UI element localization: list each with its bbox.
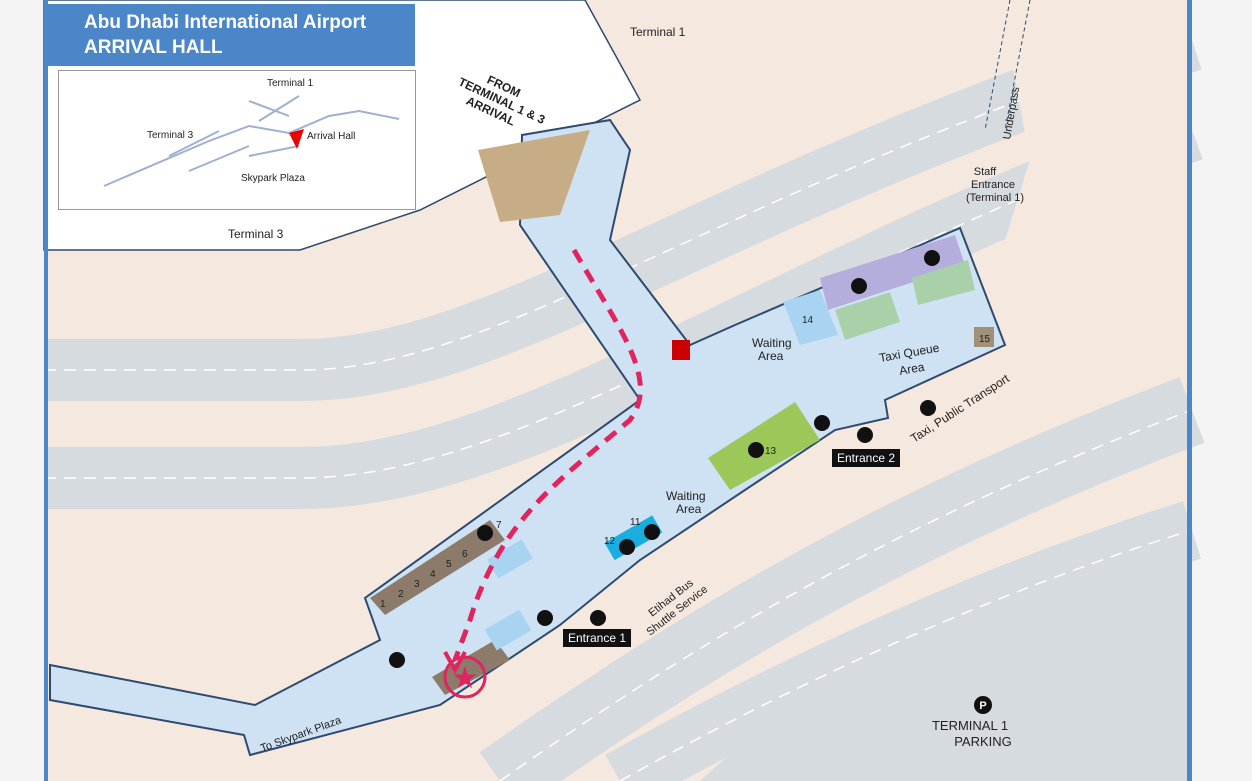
facility-14 bbox=[783, 290, 838, 345]
parking-label: PARKING bbox=[954, 734, 1012, 749]
frame-right bbox=[1187, 0, 1192, 781]
counter-4: 4 bbox=[430, 569, 436, 580]
inset-diagram: Terminal 1 Terminal 3 Arrival Hall Skypa… bbox=[103, 78, 400, 187]
waiting-area-label: Area bbox=[676, 502, 702, 516]
service-icons bbox=[389, 250, 940, 668]
facility-12-label: 12 bbox=[604, 536, 616, 547]
shuttle-icon bbox=[857, 427, 873, 443]
inset-terminal3: Terminal 3 bbox=[147, 130, 194, 141]
shuttle-icon bbox=[590, 610, 606, 626]
frame-left bbox=[44, 0, 48, 781]
facility-15-label: 15 bbox=[979, 334, 991, 345]
staff-area bbox=[1000, 0, 1192, 300]
prayer-room bbox=[912, 260, 975, 305]
facility-15 bbox=[974, 327, 994, 347]
info-icon bbox=[619, 539, 635, 555]
parking-label: TERMINAL 1 bbox=[932, 718, 1008, 733]
map-title: Abu Dhabi International Airport ARRIVAL … bbox=[48, 4, 415, 66]
shop-icon bbox=[477, 525, 493, 541]
star-icon: ★ bbox=[452, 662, 479, 695]
title-line-2: ARRIVAL HALL bbox=[84, 37, 223, 58]
inset-skypark-plaza: Skypark Plaza bbox=[241, 173, 305, 184]
waiting-area-label: Area bbox=[758, 349, 784, 363]
restroom-icon bbox=[924, 250, 940, 266]
title-line-1: Abu Dhabi International Airport bbox=[84, 12, 367, 33]
terminal1-label: Terminal 1 bbox=[630, 25, 686, 39]
counter-2: 2 bbox=[398, 589, 404, 600]
terminal3-label: Terminal 3 bbox=[228, 227, 284, 241]
alert-box bbox=[672, 340, 690, 360]
parking-icon-label: P bbox=[979, 700, 986, 712]
waiting-area-label: Waiting bbox=[752, 336, 792, 350]
taxi-queue-label: Area bbox=[898, 360, 926, 378]
counter-1: 1 bbox=[380, 599, 386, 610]
facility-14-label: 14 bbox=[802, 315, 814, 326]
facility-11-label: 11 bbox=[630, 517, 641, 528]
underpass-line bbox=[984, 0, 1011, 131]
restroom-icon bbox=[851, 278, 867, 294]
parking-area bbox=[700, 560, 1192, 781]
facility-13 bbox=[708, 402, 820, 490]
staff-entrance-label: Entrance bbox=[971, 179, 1015, 191]
entrance-2-label: Entrance 2 bbox=[832, 449, 901, 467]
seating bbox=[484, 609, 532, 651]
inset-arrival-hall: Arrival Hall bbox=[307, 131, 355, 142]
bus-icon bbox=[814, 415, 830, 431]
waiting-area-label: Waiting bbox=[666, 489, 706, 503]
counter-7: 7 bbox=[496, 520, 502, 531]
bus-icon bbox=[537, 610, 553, 626]
cafe-icon bbox=[748, 442, 764, 458]
walking-route bbox=[452, 248, 643, 661]
info-icon bbox=[644, 524, 660, 540]
arrival-gate-area bbox=[478, 130, 590, 222]
seating bbox=[487, 539, 533, 579]
counter-numbers: 1 2 3 4 5 6 7 11 12 13 14 15 bbox=[380, 315, 991, 610]
escalator-icon bbox=[389, 652, 405, 668]
overview-inset-map: Terminal 1 Terminal 3 Arrival Hall Skypa… bbox=[58, 70, 416, 210]
counters bbox=[370, 520, 510, 695]
prayer-room bbox=[835, 292, 900, 340]
you-are-here-marker bbox=[443, 655, 487, 699]
entrance-1-label: Entrance 1 bbox=[563, 629, 632, 647]
counter-3: 3 bbox=[414, 579, 420, 590]
counter-6: 6 bbox=[462, 549, 468, 560]
facility-13-label: 13 bbox=[765, 446, 777, 457]
inset-terminal1: Terminal 1 bbox=[267, 78, 314, 89]
staff-entrance-label: Staff bbox=[974, 166, 997, 178]
staff-entrance-label: (Terminal 1) bbox=[966, 192, 1024, 204]
counter-5: 5 bbox=[446, 559, 452, 570]
taxi-icon bbox=[920, 400, 936, 416]
parking-icon bbox=[974, 696, 992, 714]
arrival-hall-marker-icon bbox=[289, 129, 304, 149]
underpass-line bbox=[1004, 0, 1031, 131]
